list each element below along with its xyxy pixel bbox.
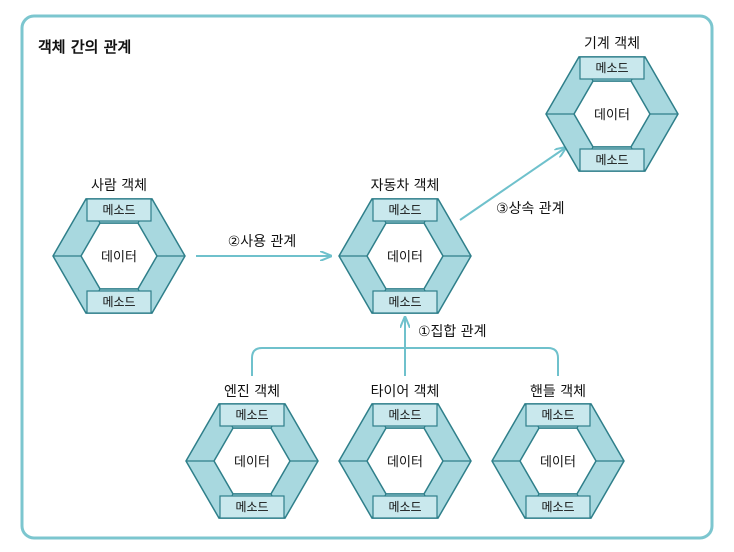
person-object-name: 사람 객체 xyxy=(91,178,147,194)
handle-method-box-top xyxy=(525,403,591,427)
handle-method-box-bottom xyxy=(525,495,591,519)
machine-method-box-bottom xyxy=(579,148,645,172)
handle-data-label: 데이터 xyxy=(540,455,576,470)
tire-method-box-bottom xyxy=(372,495,438,519)
car-method-box-top xyxy=(372,198,438,222)
machine-data-label: 데이터 xyxy=(594,108,630,123)
machine-object-name: 기계 객체 xyxy=(584,36,640,52)
aggregation-connector xyxy=(251,318,559,376)
person-method-label: 메소드 xyxy=(102,295,135,309)
engine-hexagon-core xyxy=(213,427,291,495)
inheritance-arrow xyxy=(459,148,565,221)
tire-method-label: 메소드 xyxy=(388,408,421,422)
aggregation-relation-label: ①집합 관계 xyxy=(418,324,487,340)
person-data-label: 데이터 xyxy=(101,250,137,265)
usage-relation-label: ②사용 관계 xyxy=(228,234,297,250)
handle-object-name: 핸들 객체 xyxy=(530,384,586,400)
engine-method-label: 메소드 xyxy=(235,408,268,422)
machine-method-label: 메소드 xyxy=(595,61,628,75)
car-method-box-bottom xyxy=(372,290,438,314)
car-object-name: 자동차 객체 xyxy=(371,178,440,194)
tire-hexagon-core xyxy=(366,427,444,495)
car-method-label: 메소드 xyxy=(388,203,421,217)
engine-method-box-bottom xyxy=(219,495,285,519)
car-data-label: 데이터 xyxy=(387,250,423,265)
machine-method-label: 메소드 xyxy=(595,153,628,167)
person-hexagon-core xyxy=(80,222,158,290)
tire-method-box-top xyxy=(372,403,438,427)
machine-method-box-top xyxy=(579,56,645,80)
tire-data-label: 데이터 xyxy=(387,455,423,470)
inheritance-relation-label: ③상속 관계 xyxy=(496,201,565,217)
engine-method-label: 메소드 xyxy=(235,500,268,514)
machine-hexagon-core xyxy=(573,80,651,148)
handle-hexagon-core xyxy=(519,427,597,495)
engine-data-label: 데이터 xyxy=(234,455,270,470)
tire-method-label: 메소드 xyxy=(388,500,421,514)
engine-object-name: 엔진 객체 xyxy=(224,384,280,400)
diagram-title: 객체 간의 관계 xyxy=(38,38,131,56)
handle-method-label: 메소드 xyxy=(541,500,574,514)
handle-method-label: 메소드 xyxy=(541,408,574,422)
car-hexagon-core xyxy=(366,222,444,290)
person-method-box-bottom xyxy=(86,290,152,314)
car-method-label: 메소드 xyxy=(388,295,421,309)
person-method-box-top xyxy=(86,198,152,222)
tire-object-name: 타이어 객체 xyxy=(371,384,440,400)
engine-method-box-top xyxy=(219,403,285,427)
person-method-label: 메소드 xyxy=(102,203,135,217)
